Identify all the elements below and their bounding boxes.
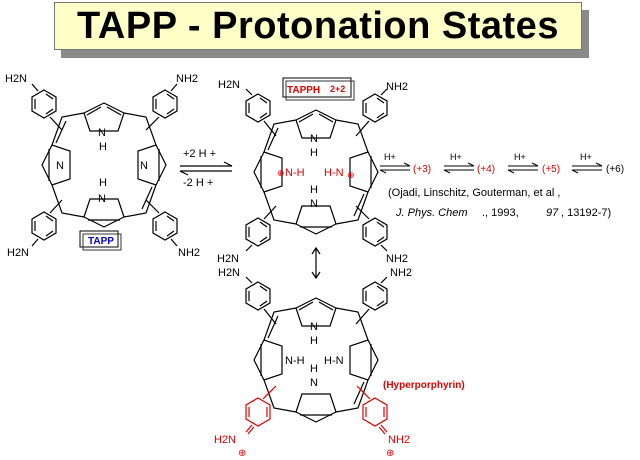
tapp-nh2-tr: NH2: [176, 73, 198, 85]
hplus-1: H+: [384, 152, 396, 162]
tapph-charge: 2+2: [330, 84, 345, 94]
hyper-h-bottom: H: [310, 363, 318, 375]
hyper-plus-left: ⊕: [238, 448, 246, 459]
tapph-n-top: N: [310, 133, 318, 145]
tapp-h-top: H: [99, 141, 107, 153]
tapph-nh-right: H-N: [324, 167, 344, 179]
reference-citation: (Ojadi, Linschitz, Gouterman, et al , J.…: [388, 187, 611, 219]
tapph-n-bottom: N: [310, 198, 318, 210]
tapph-nh2-tr: NH2: [386, 81, 408, 93]
tapp-n-bottom: N: [98, 193, 106, 205]
hplus-4: H+: [580, 152, 592, 162]
tapp-label-box: [79, 230, 119, 248]
tapp-h2n-tl: H2N: [5, 73, 27, 85]
hyper-n-top: N: [310, 321, 318, 333]
tapph-nh-left: N-H: [285, 167, 305, 179]
hyperporphyrin-molecule: N H N H N-H H-N H2N NH2 H2N NH2 ⊕ ⊕ (Hyp…: [214, 267, 465, 459]
tapph-label-box: [282, 77, 352, 98]
page-title: TAPP - Protonation States: [77, 4, 559, 47]
tapp-n-top: N: [98, 127, 106, 139]
tapp-h2n-bl: H2N: [7, 247, 29, 259]
hyperporphyrin-label: (Hyperporphyrin): [383, 380, 465, 391]
tapp-nh2-br: NH2: [178, 247, 200, 259]
hyper-nh-right: H-N: [324, 355, 344, 367]
protonation-series: H+ (+3) H+ (+4) H+ (+5) H+ (+6): [379, 152, 624, 175]
resonance-arrow: [311, 246, 321, 280]
tapph-h-bottom: H: [310, 184, 318, 196]
tapph-label: TAPPH: [287, 85, 320, 96]
plus-2h-label: +2 H +: [183, 148, 216, 160]
reference-line1: (Ojadi, Linschitz, Gouterman, et al ,: [388, 187, 560, 199]
hyper-nh-left: N-H: [285, 355, 305, 367]
state-plus6: (+6): [606, 164, 624, 175]
state-plus5: (+5): [542, 164, 560, 175]
state-plus4: (+4): [477, 164, 495, 175]
tapp-h-bottom: H: [99, 177, 107, 189]
reference-year: ., 1993,: [482, 207, 519, 219]
tapp-n-left: N: [56, 160, 64, 172]
state-plus3: (+3): [413, 164, 431, 175]
tapph-h2n-bl: H2N: [217, 253, 239, 265]
hyper-h2n-tl: H2N: [218, 267, 240, 279]
hyper-plus-right: ⊕: [386, 448, 394, 459]
hyper-nh2-tr: NH2: [390, 267, 412, 279]
minus-2h-label: -2 H +: [183, 177, 213, 189]
hyper-h-top: H: [310, 335, 318, 347]
tapph-h-top: H: [310, 147, 318, 159]
hyper-n-bottom: N: [310, 377, 318, 389]
tapph-plus-left: ⊕: [277, 168, 285, 178]
tapph-h2n-tl: H2N: [218, 79, 240, 91]
title-banner: TAPP - Protonation States: [54, 2, 582, 50]
reference-journal: J. Phys. Chem: [395, 207, 468, 219]
hplus-2: H+: [450, 152, 462, 162]
tapph-nh2-br: NH2: [386, 253, 408, 265]
hplus-3: H+: [514, 152, 526, 162]
reference-volume: 97: [546, 207, 559, 219]
tapp-molecule: N N N N H H H2N NH2 H2N NH2 TAPP: [5, 73, 200, 259]
tapp-label: TAPP: [88, 236, 114, 247]
reference-pages: , 13192-7): [561, 207, 611, 219]
tapph-plus-right: ⊕: [347, 170, 355, 180]
equilibrium-2h: +2 H + -2 H +: [179, 148, 233, 189]
tapph-molecule: N H N H ⊕ N-H H-N ⊕ H2N NH2 H2N NH2 TAPP…: [217, 77, 408, 265]
tapp-n-right: N: [140, 160, 148, 172]
hyper-nh2-br: NH2: [388, 434, 410, 446]
hyper-h2n-bl: H2N: [214, 434, 236, 446]
